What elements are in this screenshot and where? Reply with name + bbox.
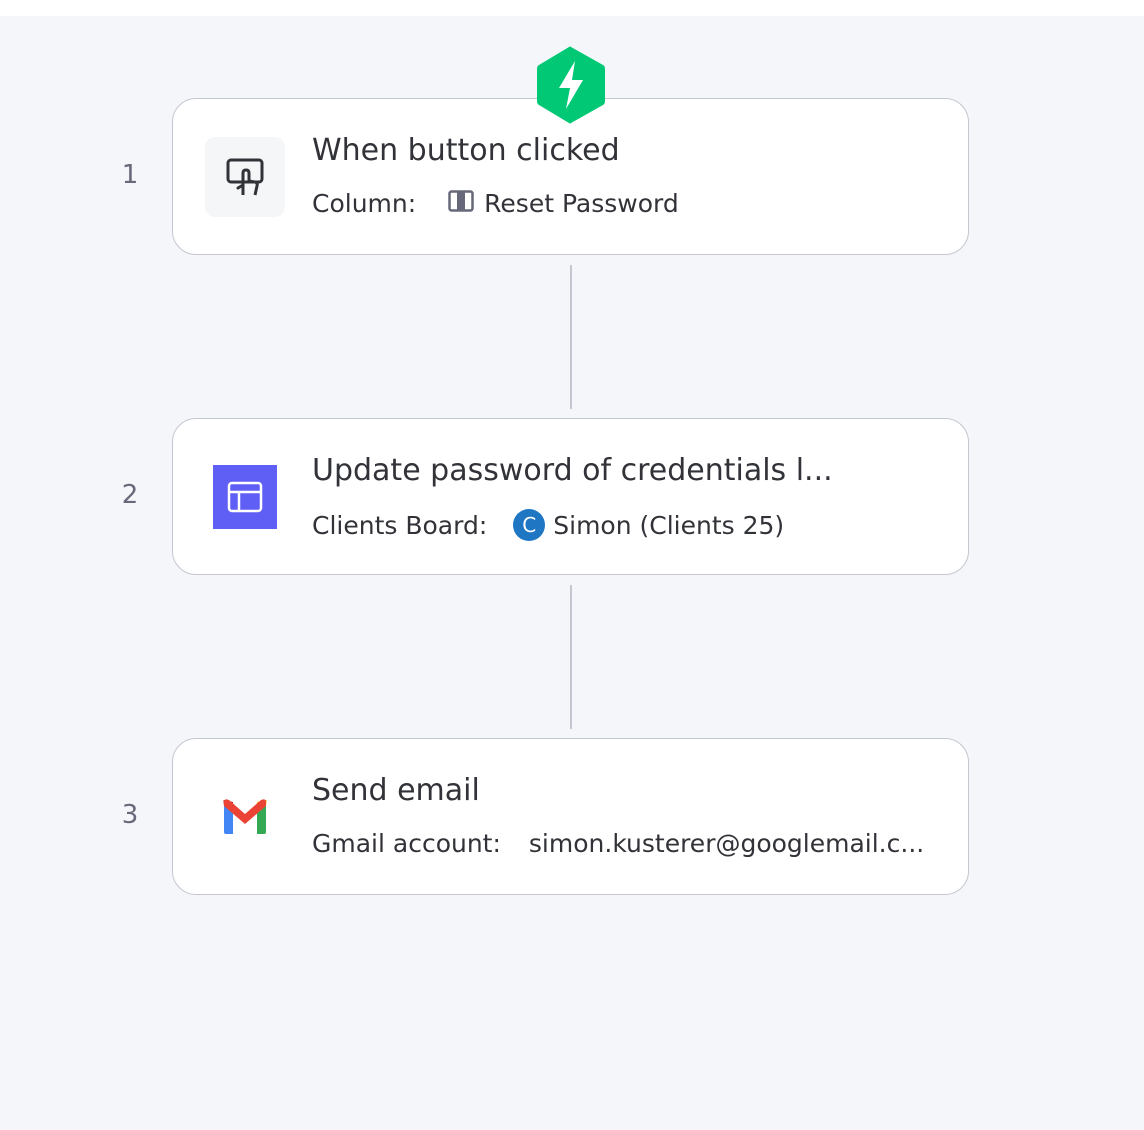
detail-label: Column: [312,189,417,218]
lightning-bolt-icon [535,45,607,125]
card-detail: Clients Board: C Simon (Clients 25) [312,509,784,541]
account-avatar: C [513,509,546,541]
connector-line [570,585,572,729]
avatar-letter: C [522,513,537,537]
connector-line [570,265,572,409]
step-number: 1 [121,160,139,190]
action-card-update-board[interactable]: Update password of credentials l... Clie… [172,418,969,575]
detail-value: simon.kusterer@googlemail.c... [528,829,925,858]
action-card-send-email[interactable]: Send email Gmail account: simon.kusterer… [172,738,969,895]
detail-value: Simon (Clients 25) [553,510,785,540]
step-number: 2 [121,480,139,510]
card-detail: Column: Reset Password [312,189,679,218]
card-title: Send email [312,773,480,808]
trigger-card[interactable]: When button clicked Column: Reset Passwo… [172,98,969,255]
card-title: When button clicked [312,133,620,168]
detail-label: Clients Board: [312,510,488,540]
step-number: 3 [121,800,139,830]
detail-label: Gmail account: [312,829,501,858]
gmail-icon [205,777,285,857]
column-icon [448,189,474,218]
detail-value: Reset Password [484,189,679,218]
card-detail: Gmail account: simon.kusterer@googlemail… [312,829,924,858]
card-title: Update password of credentials l... [312,453,833,488]
button-click-icon [205,137,285,217]
board-icon [213,465,277,529]
